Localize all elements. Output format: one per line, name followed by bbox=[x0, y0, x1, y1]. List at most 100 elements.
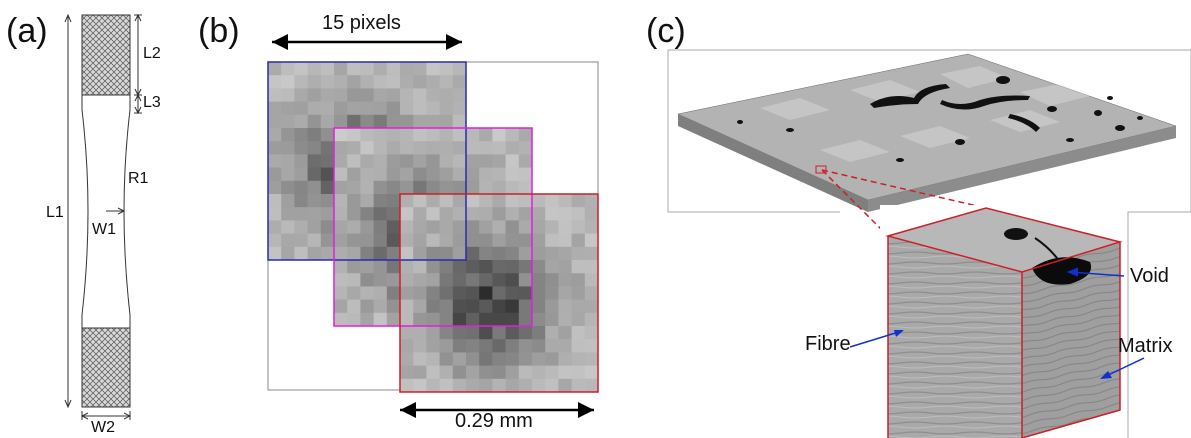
pixel-cell bbox=[439, 220, 454, 235]
pixel-cell bbox=[452, 299, 467, 314]
pixel-cell bbox=[400, 180, 414, 195]
pixel-cell bbox=[360, 260, 375, 274]
pixel-cell bbox=[294, 88, 309, 103]
pixel-cell bbox=[452, 312, 467, 327]
pixel-cell bbox=[373, 207, 388, 221]
pixel-cell bbox=[320, 141, 335, 155]
pixel-cell bbox=[505, 365, 520, 380]
pixel-cell bbox=[320, 75, 335, 89]
pixel-cell bbox=[545, 339, 559, 353]
pixel-cell bbox=[320, 180, 335, 195]
pixel-cell bbox=[281, 75, 295, 89]
pixel-cell bbox=[386, 220, 401, 235]
pixel-cell bbox=[360, 75, 375, 89]
pixel-cell bbox=[400, 286, 414, 301]
pixel-cell bbox=[347, 101, 361, 116]
pixel-cell bbox=[584, 194, 599, 208]
pixel-cell bbox=[386, 114, 401, 129]
panel-a-label: (a) bbox=[6, 12, 48, 50]
pixel-cell bbox=[268, 114, 282, 129]
pixel-cell bbox=[571, 365, 586, 380]
pixel-cell bbox=[479, 167, 493, 182]
pixel-cell bbox=[373, 114, 388, 129]
pixel-cell bbox=[373, 299, 388, 314]
pixel-cell bbox=[466, 339, 480, 353]
pixel-cell bbox=[307, 62, 322, 76]
pixel-cell bbox=[492, 167, 507, 182]
pixel-cell bbox=[479, 207, 493, 221]
pixel-cell bbox=[334, 273, 348, 287]
pixel-cell bbox=[347, 233, 361, 248]
pixel-cell bbox=[281, 88, 295, 103]
w2-label: W2 bbox=[91, 419, 115, 436]
pixel-cell bbox=[373, 88, 388, 103]
pixel-cell bbox=[466, 273, 480, 287]
pixel-cell bbox=[584, 233, 599, 248]
pixel-cell bbox=[347, 312, 361, 327]
pixel-cell bbox=[400, 352, 414, 367]
pixel-cell bbox=[347, 273, 361, 287]
pixel-cell bbox=[479, 154, 493, 169]
pixel-cell bbox=[558, 207, 573, 221]
pixel-cell bbox=[492, 260, 507, 274]
pixel-cell bbox=[294, 207, 309, 221]
pixel-cell bbox=[479, 260, 493, 274]
pixel-cell bbox=[452, 246, 467, 261]
pixel-cell bbox=[452, 167, 467, 182]
pixel-cell bbox=[413, 128, 427, 142]
pixel-cell bbox=[347, 207, 361, 221]
pixel-cell bbox=[558, 378, 573, 393]
pixel-cell bbox=[558, 312, 573, 327]
pixel-cell bbox=[452, 220, 467, 235]
pixel-cell bbox=[426, 154, 441, 169]
pixel-cell bbox=[532, 194, 546, 208]
pixel-cell bbox=[426, 339, 441, 353]
pixel-cell bbox=[466, 207, 480, 221]
pixel-cell bbox=[360, 246, 375, 261]
cube-top bbox=[888, 208, 1120, 272]
pixel-cell bbox=[413, 220, 427, 235]
pixel-cell bbox=[413, 62, 427, 76]
pixel-cell bbox=[268, 233, 282, 248]
pixel-cell bbox=[505, 207, 520, 221]
pixel-cell bbox=[439, 273, 454, 287]
pixel-cell bbox=[505, 312, 520, 327]
pixel-cell bbox=[439, 233, 454, 248]
pixel-cell bbox=[400, 365, 414, 380]
pixel-cell bbox=[373, 286, 388, 301]
pixel-cell bbox=[505, 167, 520, 182]
pixel-cell bbox=[439, 246, 454, 261]
pixel-cell bbox=[545, 312, 559, 327]
slab-side bbox=[868, 126, 1176, 212]
pixel-cell bbox=[426, 220, 441, 235]
pixel-cell bbox=[452, 62, 467, 76]
pixel-cell bbox=[532, 352, 546, 367]
pixel-cell bbox=[360, 167, 375, 182]
pixel-cell bbox=[466, 141, 480, 155]
pixel-cell bbox=[268, 167, 282, 182]
pixel-cell bbox=[360, 128, 375, 142]
pixel-cell bbox=[426, 207, 441, 221]
pixel-cell bbox=[347, 154, 361, 169]
pixel-cell bbox=[426, 312, 441, 327]
pixel-cell bbox=[558, 352, 573, 367]
pixel-cell bbox=[320, 233, 335, 248]
pixel-cell bbox=[532, 339, 546, 353]
pixel-cell bbox=[347, 128, 361, 142]
l3-label: L3 bbox=[143, 94, 161, 111]
pixel-cell bbox=[413, 352, 427, 367]
pixel-cell bbox=[545, 273, 559, 287]
bottom-measure-label: 0.29 mm bbox=[455, 410, 533, 432]
pixel-cell bbox=[532, 233, 546, 248]
pixel-cell bbox=[334, 128, 348, 142]
pixel-cell bbox=[479, 312, 493, 327]
pixel-cell bbox=[413, 101, 427, 116]
pixel-cell bbox=[492, 326, 507, 340]
pixel-cell bbox=[386, 128, 401, 142]
pixel-cell bbox=[360, 207, 375, 221]
pixel-cell bbox=[360, 286, 375, 301]
pixel-cell bbox=[584, 207, 599, 221]
pixel-cell bbox=[373, 233, 388, 248]
pixel-cell bbox=[545, 233, 559, 248]
pixel-cell bbox=[479, 246, 493, 261]
